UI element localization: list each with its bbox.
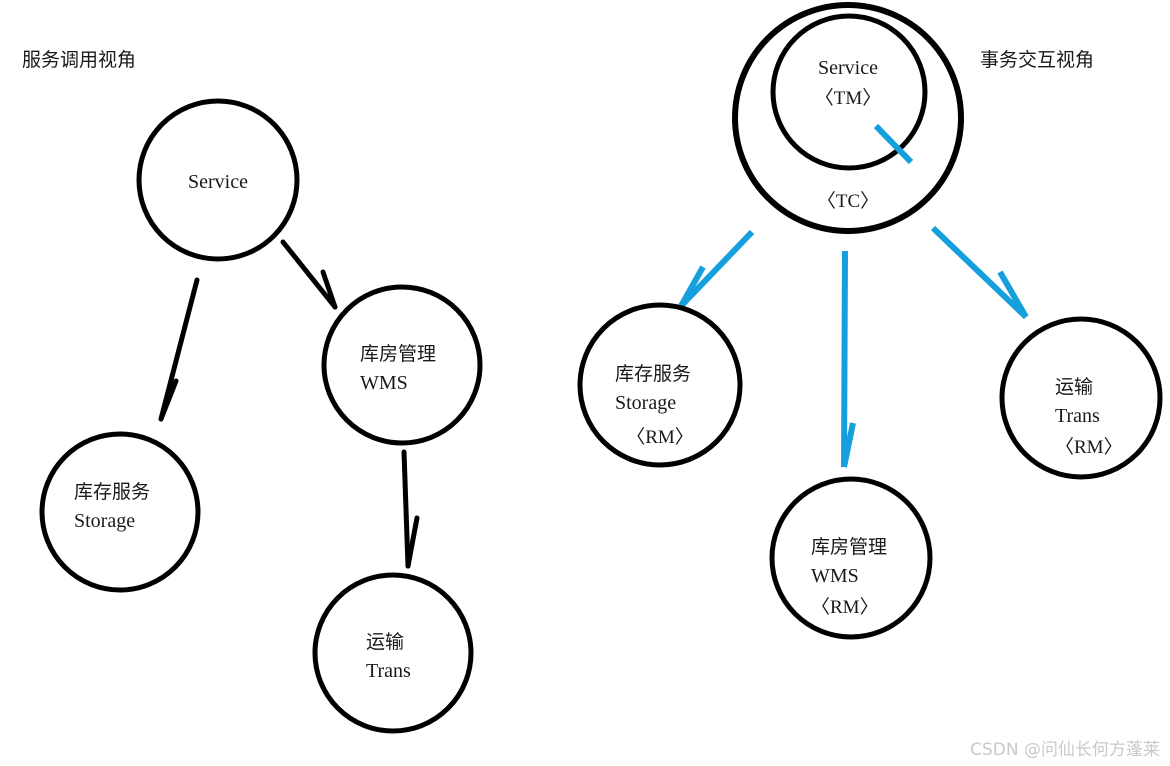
node-left-trans-circle[interactable] (312, 572, 474, 734)
node-right-trans-circle[interactable] (999, 316, 1163, 480)
edge-tm-tick (873, 123, 914, 165)
node-right-tc-label: 〈TC〉 (817, 190, 879, 212)
node-right-wms[interactable]: 库房管理 WMS 〈RM〉 (769, 476, 933, 640)
edge-service-to-wms (280, 239, 338, 310)
csdn-watermark: CSDN @问仙长何方蓬莱 (970, 740, 1160, 760)
node-right-storage-label-cn: 库存服务 (615, 363, 691, 385)
edge-wms-to-trans (401, 449, 420, 569)
node-right-service-tm-circle[interactable] (770, 13, 928, 171)
node-left-storage-label-en: Storage (74, 510, 135, 532)
node-left-service-label: Service (188, 171, 248, 193)
node-left-trans-label-cn: 运输 (366, 631, 404, 653)
edge-service-to-storage (158, 277, 200, 422)
node-right-wms-label-role: 〈RM〉 (811, 596, 879, 618)
node-right-storage-label-en: Storage (615, 392, 676, 414)
edge-tc-to-storage (678, 229, 755, 309)
node-right-tc[interactable]: 〈TC〉 (732, 2, 964, 234)
node-right-storage-label-role: 〈RM〉 (626, 426, 694, 448)
edge-tc-to-trans (930, 225, 1029, 320)
node-right-tc-circle[interactable] (732, 2, 964, 234)
node-right-trans-label-role: 〈RM〉 (1055, 436, 1123, 458)
node-right-trans[interactable]: 运输 Trans 〈RM〉 (999, 316, 1163, 480)
right-panel-title: 事务交互视角 (980, 49, 1094, 71)
node-right-trans-label-en: Trans (1055, 405, 1100, 427)
left-panel: 服务调用视角 Service (22, 49, 483, 734)
node-right-service-tm[interactable]: Service 〈TM〉 (770, 13, 928, 171)
node-right-service-tm-label-role: 〈TM〉 (815, 87, 882, 109)
node-left-trans-label-en: Trans (366, 660, 411, 682)
node-right-storage[interactable]: 库存服务 Storage 〈RM〉 (577, 302, 743, 468)
edge-tc-to-wms (841, 250, 856, 468)
node-left-wms-circle[interactable] (321, 284, 483, 446)
left-panel-title: 服务调用视角 (22, 49, 136, 71)
node-left-trans[interactable]: 运输 Trans (312, 572, 474, 734)
node-left-service[interactable]: Service (136, 98, 300, 262)
node-left-wms-label-en: WMS (360, 372, 408, 394)
node-left-service-circle[interactable] (136, 98, 300, 262)
node-left-wms[interactable]: 库房管理 WMS (321, 284, 483, 446)
node-right-wms-label-en: WMS (811, 565, 859, 587)
node-right-storage-circle[interactable] (577, 302, 743, 468)
node-left-storage-label-cn: 库存服务 (74, 481, 150, 503)
node-right-wms-circle[interactable] (769, 476, 933, 640)
node-right-service-tm-label-en: Service (818, 57, 878, 79)
node-right-wms-label-cn: 库房管理 (811, 536, 887, 558)
node-left-storage[interactable]: 库存服务 Storage (39, 431, 201, 593)
node-right-trans-label-cn: 运输 (1055, 376, 1093, 398)
node-left-wms-label-cn: 库房管理 (360, 343, 436, 365)
node-left-storage-circle[interactable] (39, 431, 201, 593)
right-panel: 事务交互视角 〈TC〉 (577, 2, 1163, 640)
